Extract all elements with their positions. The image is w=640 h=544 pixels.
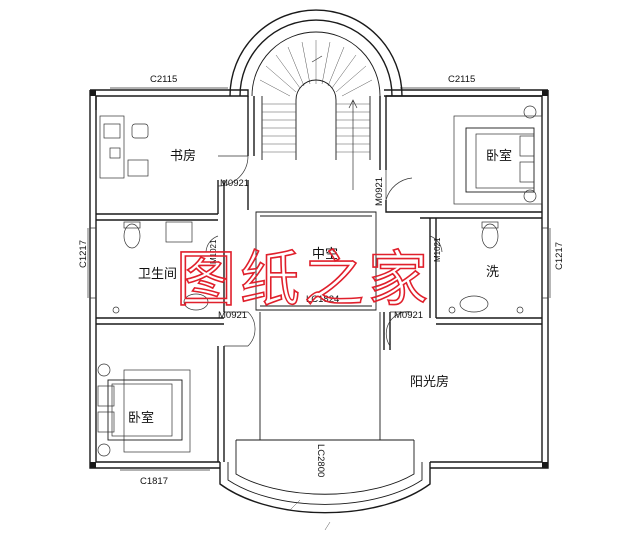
label-bathroom: 卫生间: [138, 267, 177, 282]
stair-tower: [229, 9, 403, 190]
code-rail-atrium: LC1824: [306, 294, 339, 305]
code-door-stair-east: M0921: [374, 177, 385, 206]
room-labels: 书房 卧室 卫生间 中空 洗 阳光房 卧室: [128, 148, 512, 426]
code-door-wash: M0921: [394, 310, 423, 321]
label-sunroom: 阳光房: [410, 374, 449, 390]
label-study: 书房: [170, 148, 196, 164]
code-window-west: C1217: [78, 240, 89, 268]
doors: [205, 155, 443, 347]
interior-walls: [96, 95, 542, 462]
south-balcony: [219, 439, 431, 531]
code-rail-balcony: LC2800: [315, 444, 326, 477]
furniture: [97, 105, 543, 457]
code-door-inner-e: M1021: [433, 237, 442, 262]
label-bedroom-ne: 卧室: [486, 148, 512, 164]
label-wash: 洗: [486, 265, 499, 280]
code-window-east: C1217: [554, 242, 565, 270]
code-door-inner-w: M1021: [209, 239, 218, 264]
code-window-bedroom-ne: C2115: [448, 74, 475, 85]
code-door-bath-w: M0921: [218, 310, 247, 321]
code-door-study: M0921: [220, 178, 249, 189]
code-window-study: C2115: [150, 74, 177, 85]
label-bedroom-sw: 卧室: [128, 410, 154, 426]
watermark: 图纸之家: [176, 245, 432, 315]
label-atrium: 中空: [312, 247, 338, 262]
code-window-bedroom-sw: C1817: [140, 476, 168, 487]
opening-codes: C2115 C2115 C1217 C1217 C1817 M0921 M092…: [78, 74, 565, 487]
